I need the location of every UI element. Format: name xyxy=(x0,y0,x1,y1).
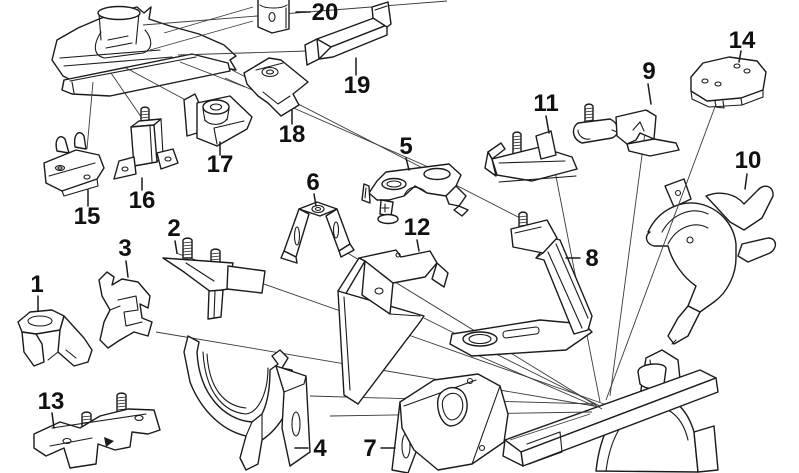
body-section-rear-illustration xyxy=(502,349,719,473)
part-illustration-4 xyxy=(183,335,311,471)
part-illustration-17 xyxy=(183,93,253,147)
part-illustration-3 xyxy=(98,271,153,349)
reference-lines-over xyxy=(605,103,717,401)
part-illustration-6 xyxy=(280,201,355,264)
part-label-13: 13 xyxy=(38,388,65,415)
part-label-15: 15 xyxy=(74,203,101,230)
part-label-4: 4 xyxy=(313,435,327,462)
part-illustration-11 xyxy=(484,130,578,183)
body-section-front-illustration xyxy=(51,5,237,97)
part-illustration-1 xyxy=(17,309,93,367)
part-label-16: 16 xyxy=(129,187,156,214)
part-illustration-9 xyxy=(572,103,680,157)
part-label-9: 9 xyxy=(642,58,655,85)
part-label-20: 20 xyxy=(312,0,339,26)
part-label-11: 11 xyxy=(533,90,558,117)
part-illustration-14 xyxy=(690,56,767,109)
part-illustration-16 xyxy=(113,106,179,180)
part-illustration-10 xyxy=(645,178,777,345)
part-label-18: 18 xyxy=(279,121,306,148)
part-illustration-12 xyxy=(337,249,449,405)
part-illustration-18 xyxy=(243,57,309,117)
part-label-7: 7 xyxy=(363,435,376,462)
part-label-1: 1 xyxy=(30,271,43,298)
part-label-3: 3 xyxy=(118,235,131,262)
part-label-2: 2 xyxy=(167,215,180,242)
part-labels: 1 2 3 4 5 6 7 8 9 10 11 12 13 14 15 16 1… xyxy=(30,0,761,462)
part-label-14: 14 xyxy=(729,27,756,54)
part-illustration-20 xyxy=(257,0,290,34)
part-illustration-19 xyxy=(304,1,392,66)
part-illustration-15 xyxy=(43,132,105,197)
part-label-19: 19 xyxy=(344,72,371,99)
part-label-10: 10 xyxy=(735,147,762,174)
part-label-12: 12 xyxy=(404,214,431,241)
part-label-8: 8 xyxy=(585,245,598,272)
part-illustration-7 xyxy=(391,373,509,473)
part-label-17: 17 xyxy=(207,151,234,178)
leader-lines xyxy=(37,11,748,449)
part-illustration-5 xyxy=(361,163,469,225)
part-illustration-13 xyxy=(33,392,161,469)
part-illustration-2 xyxy=(162,237,266,320)
part-label-5: 5 xyxy=(399,133,412,160)
part-label-6: 6 xyxy=(306,169,319,196)
part-illustration-8 xyxy=(449,211,593,357)
